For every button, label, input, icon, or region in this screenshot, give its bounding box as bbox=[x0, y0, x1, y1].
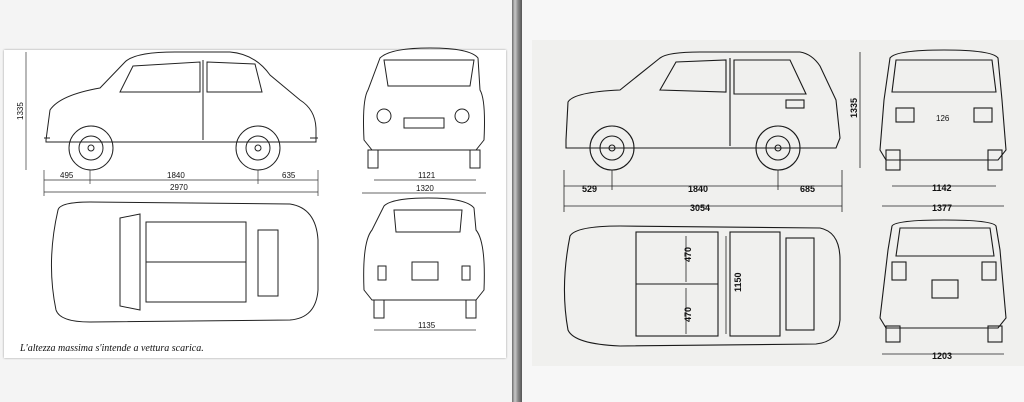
badge-label: 126 bbox=[936, 114, 950, 123]
front-track-label: 1142 bbox=[932, 183, 952, 193]
front-view bbox=[879, 49, 1007, 171]
front-overhang-label: 529 bbox=[582, 184, 597, 194]
rear-overhang-label: 685 bbox=[800, 184, 815, 194]
length-label: 2970 bbox=[170, 183, 188, 192]
front-view bbox=[363, 47, 485, 169]
front-track-label: 1121 bbox=[418, 171, 436, 180]
width-label: 1377 bbox=[932, 203, 952, 213]
side-view bbox=[565, 51, 841, 171]
rear-track-label: 1135 bbox=[418, 321, 436, 330]
wheelbase-label: 1840 bbox=[167, 171, 185, 180]
blueprint-caption: L'altezza massima s'intende a vettura sc… bbox=[20, 343, 204, 354]
window-divider[interactable] bbox=[512, 0, 522, 402]
wheelbase-label: 1840 bbox=[688, 184, 708, 194]
rear-overhang-label: 635 bbox=[282, 171, 296, 180]
height-label: 1335 bbox=[16, 102, 25, 120]
height-label: 1335 bbox=[849, 98, 859, 118]
interior-width-label: 1150 bbox=[733, 272, 743, 292]
width-label: 1320 bbox=[416, 184, 434, 193]
dimension-lines bbox=[563, 52, 1004, 355]
fiat-500-drawing: 1335 495 1840 635 2970 1121 1320 1135 bbox=[16, 47, 486, 331]
rear-track-label: 1203 bbox=[932, 351, 952, 361]
top-view bbox=[50, 201, 319, 323]
top-view bbox=[563, 225, 841, 347]
rear-view bbox=[363, 197, 485, 319]
side-view bbox=[44, 51, 318, 171]
front-overhang-label: 495 bbox=[60, 171, 74, 180]
dimension-lines bbox=[25, 52, 486, 331]
seat-dim-top-label: 470 bbox=[683, 247, 693, 262]
rear-view bbox=[879, 219, 1007, 343]
seat-dim-bottom-label: 470 bbox=[683, 307, 693, 322]
length-label: 3054 bbox=[690, 203, 710, 213]
